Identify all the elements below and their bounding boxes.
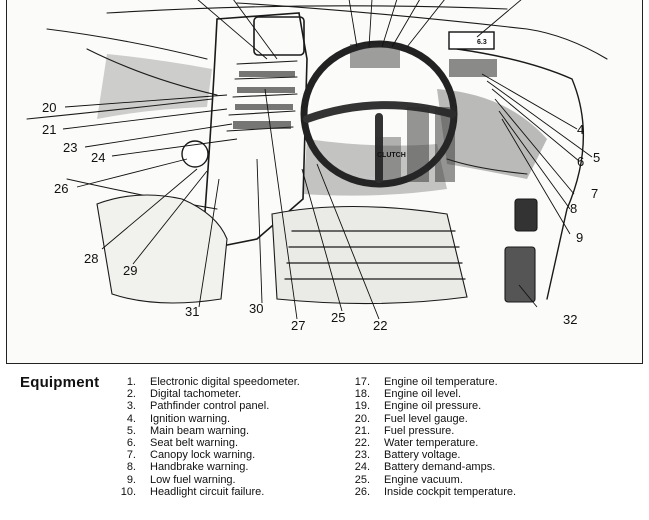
callout-25: 25 — [331, 310, 346, 325]
legend-item-number: 21. — [354, 424, 370, 437]
callout-29: 29 — [123, 263, 138, 278]
display-readout: 6.3 — [477, 39, 487, 46]
legend-item-number: 7. — [126, 449, 136, 462]
legend-item-label: Engine vacuum. — [384, 473, 463, 486]
legend-item-label: Handbrake warning. — [150, 461, 249, 474]
legend-item-number: 10. — [120, 485, 136, 498]
callout-5: 5 — [593, 150, 601, 165]
legend-item-label: Engine oil temperature. — [384, 376, 498, 388]
legend-item-label: Main beam warning. — [150, 424, 250, 437]
callout-28: 28 — [84, 251, 99, 266]
legend-item-number: 8. — [126, 461, 136, 474]
callout-8: 8 — [570, 201, 578, 216]
legend-item-label: Digital tachometer. — [150, 388, 242, 401]
clutch-tag: CLUTCH — [377, 152, 406, 159]
callout-7: 7 — [591, 186, 599, 201]
legend-item-label: Low fuel warning. — [150, 473, 236, 486]
callout-4: 4 — [577, 122, 585, 137]
legend-item-number: 18. — [354, 388, 370, 401]
legend-item-number: 3. — [126, 400, 136, 413]
legend-item-label: Pathfinder control panel. — [150, 400, 270, 413]
legend-title: Equipment — [20, 374, 100, 391]
legend-item-number: 24. — [354, 461, 370, 474]
legend-item-label: Headlight circuit failure. — [150, 485, 265, 498]
legend-item-label: Engine oil level. — [384, 388, 462, 401]
legend-item-number: 22. — [354, 437, 370, 449]
callout-30: 30 — [249, 301, 264, 316]
cockpit-illustration: 6.3 CLUTCH — [26, 0, 608, 320]
legend-item-label: Water temperature. — [384, 437, 479, 449]
legend-item-number: 1. — [126, 376, 136, 388]
equipment-legend: Equipment 1. Electronic digital speedomet… — [0, 366, 649, 520]
legend-item-label: Ignition warning. — [150, 412, 231, 425]
legend-item-label: Inside cockpit temperature. — [384, 485, 517, 498]
callout-20: 20 — [42, 100, 57, 115]
legend-item-number: 20. — [354, 412, 370, 425]
legend-item-label: Fuel level gauge. — [384, 412, 468, 425]
illustration-frame: 6.3 CLUTCH — [6, 0, 643, 364]
callout-27: 27 — [291, 318, 306, 333]
callout-21: 21 — [42, 122, 57, 137]
callout-22: 22 — [373, 318, 388, 333]
legend-item-number: 26. — [354, 485, 370, 498]
legend-item-number: 25. — [354, 473, 370, 486]
callout-31: 31 — [185, 304, 200, 319]
legend-item-label: Battery voltage. — [384, 449, 461, 462]
callout-32: 32 — [563, 312, 578, 327]
legend-item-number: 4. — [126, 412, 136, 425]
legend-item-label: Canopy lock warning. — [150, 449, 256, 462]
legend-item-number: 5. — [126, 424, 136, 437]
legend-item-number: 19. — [354, 400, 370, 413]
legend-item-label: Seat belt warning. — [150, 437, 239, 449]
legend-item-number: 23. — [354, 449, 370, 462]
callout-6: 6 — [577, 154, 585, 169]
callout-9: 9 — [576, 230, 584, 245]
callout-23: 23 — [63, 140, 78, 155]
callout-26: 26 — [54, 181, 69, 196]
legend-item-number: 6. — [126, 437, 136, 449]
legend-item-label: Fuel pressure. — [384, 424, 455, 437]
callout-24: 24 — [91, 150, 106, 165]
legend-item-label: Electronic digital speedometer. — [150, 376, 300, 388]
legend-item-number: 2. — [126, 388, 136, 401]
legend-item-number: 9. — [126, 473, 136, 486]
legend-item-number: 17. — [354, 376, 370, 388]
legend-item-label: Engine oil pressure. — [384, 400, 482, 413]
legend-item-label: Battery demand-amps. — [384, 461, 496, 474]
